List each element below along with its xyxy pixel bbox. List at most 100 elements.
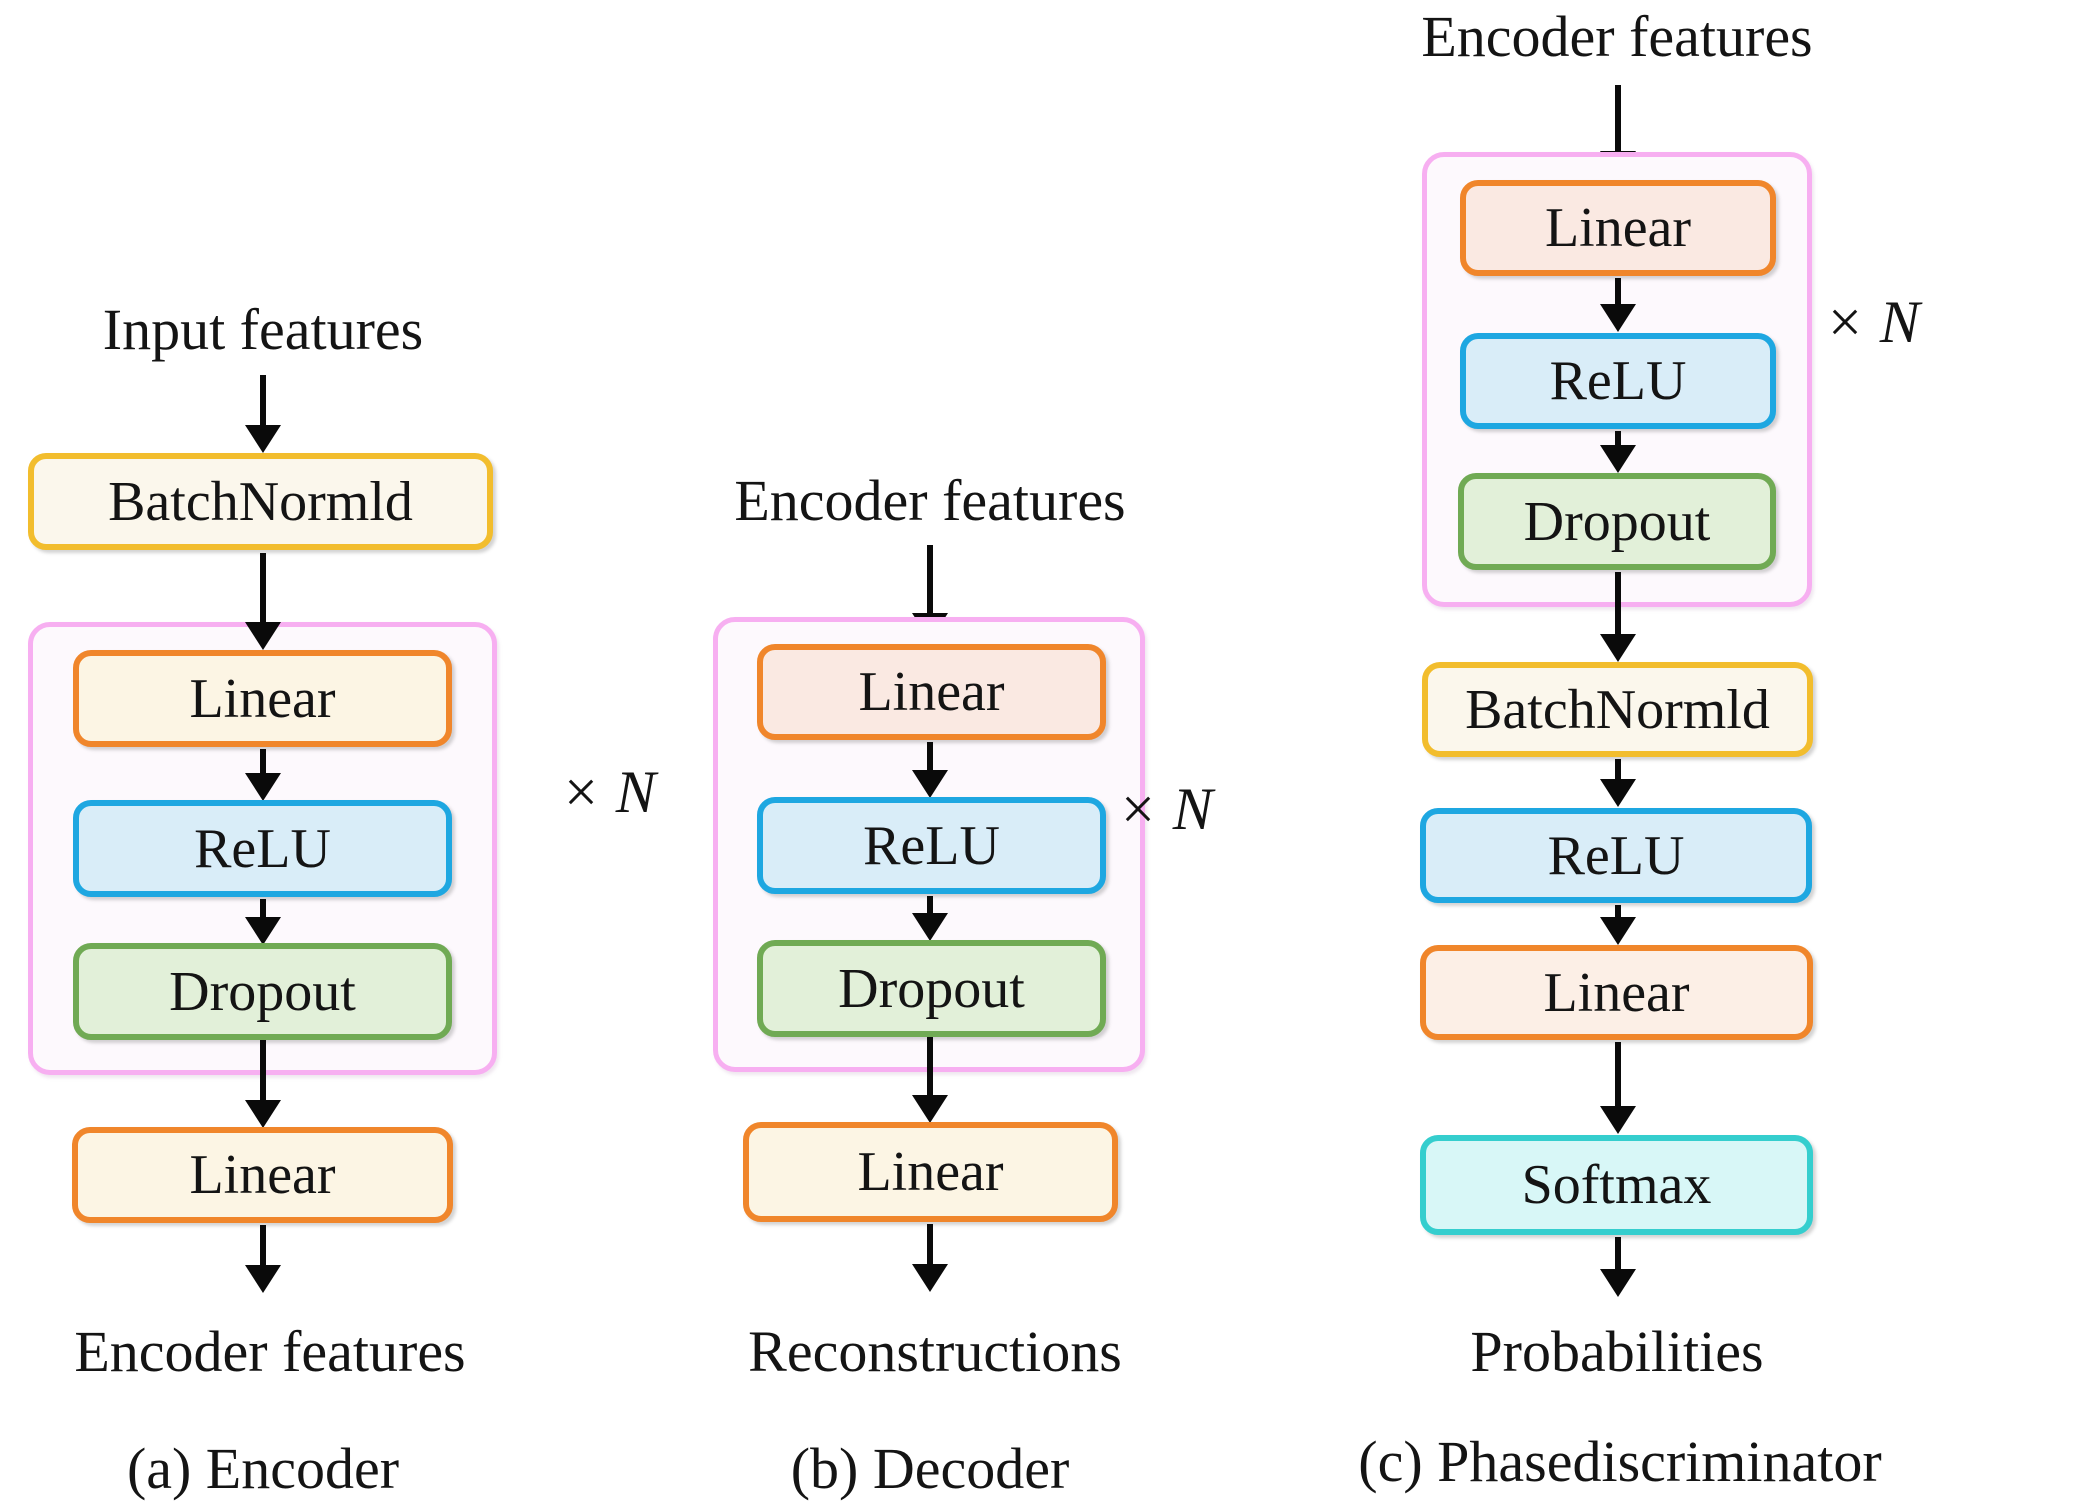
- arrow-shaft: [260, 553, 266, 624]
- arrow-head: [1600, 917, 1636, 945]
- phasediscriminator-batchnorm-box: BatchNormld: [1422, 662, 1813, 757]
- decoder-linear1-label: Linear: [858, 661, 1005, 723]
- arrow-head: [245, 425, 281, 453]
- down-arrow-icon: [1600, 1237, 1636, 1297]
- encoder-batchnorm-box: BatchNormld: [28, 453, 493, 550]
- down-arrow-icon: [1600, 278, 1636, 332]
- arrow-head: [912, 1264, 948, 1292]
- encoder-batchnorm-label: BatchNormld: [108, 470, 413, 533]
- phasediscriminator-linear2-box: Linear: [1420, 945, 1813, 1040]
- arrow-head: [1600, 1269, 1636, 1297]
- encoder-linear1-box: Linear: [73, 650, 452, 747]
- phasediscriminator-output-label: Probabilities: [1470, 1319, 1764, 1384]
- phasediscriminator-caption: (c) Phasediscriminator: [1358, 1429, 1882, 1494]
- decoder-relu-label: ReLU: [863, 814, 1000, 877]
- arrow-head: [245, 773, 281, 801]
- decoder-caption: (b) Decoder: [790, 1436, 1070, 1501]
- arrow-shaft: [260, 749, 266, 775]
- arrow-shaft: [1615, 431, 1621, 447]
- encoder-input-label: Input features: [102, 297, 424, 362]
- down-arrow-icon: [1600, 1042, 1636, 1134]
- down-arrow-icon: [912, 742, 948, 798]
- arrow-shaft: [260, 1225, 266, 1267]
- arrow-head: [1600, 634, 1636, 662]
- arrow-shaft: [260, 899, 266, 919]
- encoder-linear1-label: Linear: [189, 667, 336, 730]
- arrow-head: [1600, 304, 1636, 332]
- decoder-linear2-box: Linear: [743, 1122, 1118, 1222]
- encoder-output-label: Encoder features: [74, 1319, 466, 1384]
- phasediscriminator-relu2-box: ReLU: [1420, 808, 1812, 903]
- down-arrow-icon: [245, 1225, 281, 1293]
- phasediscriminator-relu2-label: ReLU: [1547, 824, 1685, 887]
- arrow-shaft: [927, 545, 933, 615]
- arrow-shaft: [1615, 1237, 1621, 1271]
- arrow-head: [912, 770, 948, 798]
- phasediscriminator-input-label: Encoder features: [1421, 4, 1813, 69]
- decoder-linear1-box: Linear: [757, 644, 1106, 740]
- arrow-shaft: [1615, 85, 1621, 153]
- encoder-relu-box: ReLU: [73, 800, 452, 897]
- decoder-linear2-label: Linear: [857, 1141, 1004, 1203]
- encoder-relu-label: ReLU: [194, 817, 331, 880]
- arrow-head: [1600, 1106, 1636, 1134]
- down-arrow-icon: [1600, 572, 1636, 662]
- phasediscriminator-softmax-label: Softmax: [1521, 1154, 1712, 1216]
- encoder-repeat-label: × N: [560, 759, 656, 825]
- decoder-dropout-box: Dropout: [757, 940, 1106, 1037]
- arrow-shaft: [927, 742, 933, 772]
- arrow-head: [912, 1095, 948, 1123]
- arrow-head: [245, 1265, 281, 1293]
- phasediscriminator-dropout-label: Dropout: [1523, 490, 1711, 553]
- phasediscriminator-linear1-label: Linear: [1544, 197, 1692, 259]
- decoder-dropout-label: Dropout: [838, 957, 1025, 1020]
- down-arrow-icon: [245, 553, 281, 650]
- phasediscriminator-repeat-label: × N: [1824, 289, 1920, 355]
- encoder-caption: (a) Encoder: [126, 1436, 400, 1501]
- arrow-head: [912, 913, 948, 941]
- arrow-head: [245, 917, 281, 945]
- decoder-repeat-label: × N: [1117, 776, 1213, 842]
- encoder-linear2-label: Linear: [189, 1144, 336, 1206]
- down-arrow-icon: [912, 1224, 948, 1292]
- down-arrow-icon: [912, 1037, 948, 1123]
- arrow-shaft: [927, 1224, 933, 1266]
- phasediscriminator-relu1-box: ReLU: [1460, 333, 1776, 429]
- arrow-shaft: [260, 375, 266, 427]
- arrow-shaft: [1615, 278, 1621, 306]
- arrow-shaft: [1615, 572, 1621, 636]
- arrow-head: [1600, 445, 1636, 473]
- down-arrow-icon: [1600, 905, 1636, 945]
- arrow-head: [1600, 779, 1636, 807]
- encoder-dropout-box: Dropout: [73, 943, 452, 1040]
- arrow-shaft: [927, 1037, 933, 1097]
- arrow-shaft: [1615, 1042, 1621, 1108]
- down-arrow-icon: [1600, 759, 1636, 807]
- arrow-head: [245, 622, 281, 650]
- arrow-shaft: [260, 1040, 266, 1102]
- down-arrow-icon: [912, 896, 948, 941]
- decoder-output-label: Reconstructions: [748, 1319, 1122, 1384]
- arrow-head: [245, 1100, 281, 1128]
- arrow-shaft: [1615, 759, 1621, 781]
- down-arrow-icon: [245, 899, 281, 945]
- decoder-input-label: Encoder features: [734, 468, 1126, 533]
- encoder-linear2-box: Linear: [72, 1127, 453, 1223]
- encoder-dropout-label: Dropout: [169, 960, 356, 1023]
- decoder-relu-box: ReLU: [757, 797, 1106, 894]
- phasediscriminator-relu1-label: ReLU: [1549, 350, 1687, 412]
- down-arrow-icon: [245, 749, 281, 801]
- phasediscriminator-dropout-box: Dropout: [1458, 473, 1776, 570]
- down-arrow-icon: [245, 375, 281, 453]
- down-arrow-icon: [245, 1040, 281, 1128]
- arrow-shaft: [927, 896, 933, 915]
- phasediscriminator-linear1-box: Linear: [1460, 180, 1776, 276]
- phasediscriminator-batchnorm-label: BatchNormld: [1465, 678, 1770, 741]
- arrow-shaft: [1615, 905, 1621, 919]
- phasediscriminator-linear2-label: Linear: [1543, 961, 1690, 1024]
- phasediscriminator-softmax-box: Softmax: [1420, 1135, 1813, 1235]
